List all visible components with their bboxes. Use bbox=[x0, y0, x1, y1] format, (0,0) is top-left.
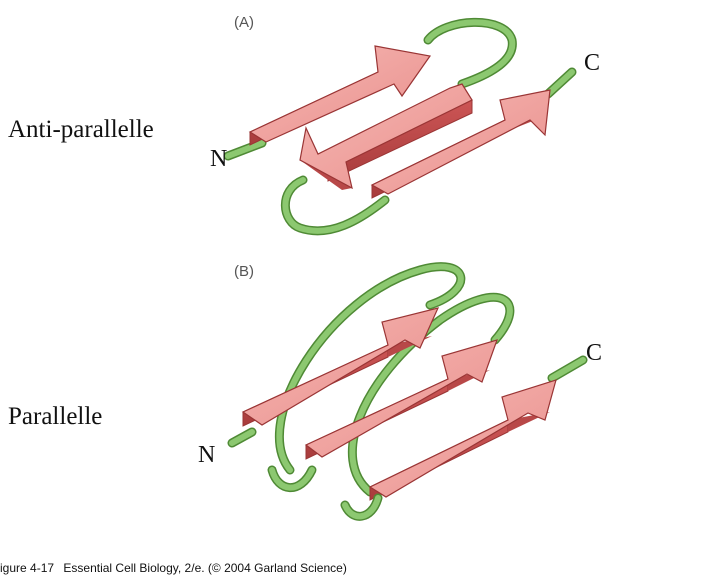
n-terminus-b-label: N bbox=[198, 442, 215, 469]
panel-a-label: (A) bbox=[234, 14, 254, 31]
n-terminus-a-label: N bbox=[210, 146, 227, 173]
figure-caption: igure 4-17 Essential Cell Biology, 2/e. … bbox=[0, 561, 347, 575]
figure-number: igure 4-17 bbox=[0, 561, 54, 575]
strand-b3-arrow bbox=[370, 380, 556, 500]
c-terminus-b-label: C bbox=[586, 340, 602, 367]
caption-text: Essential Cell Biology, 2/e. (© 2004 Gar… bbox=[63, 561, 346, 575]
loop-a-bottom bbox=[285, 180, 385, 231]
c-terminus-a-label: C bbox=[584, 50, 600, 77]
panel-b-label: (B) bbox=[234, 263, 254, 280]
parallel-label: Parallelle bbox=[8, 403, 102, 431]
anti-parallel-label: Anti-parallelle bbox=[8, 116, 154, 144]
panel-a-diagram bbox=[228, 22, 572, 230]
panel-b-diagram bbox=[232, 267, 583, 517]
